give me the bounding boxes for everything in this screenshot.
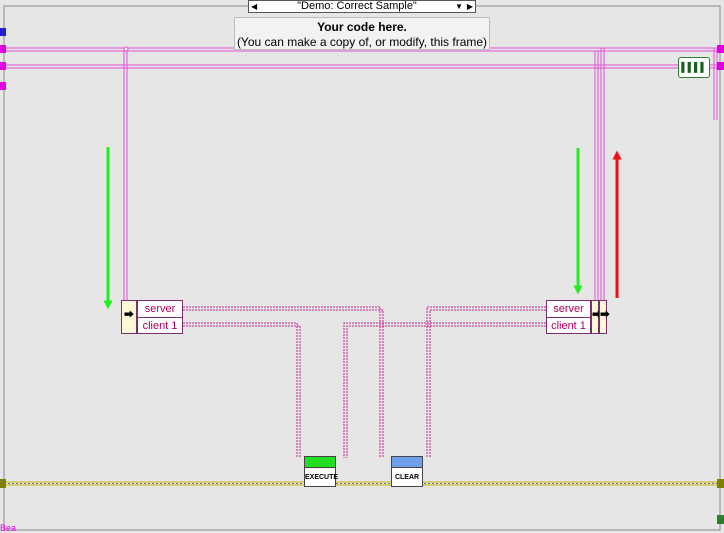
wire-right-edge[interactable]	[713, 48, 718, 120]
clear-button-label: CLEAR	[394, 474, 420, 481]
cluster-left-client: client 1	[138, 317, 182, 334]
case-next-icon[interactable]: ▶	[466, 2, 473, 11]
tunnel-right-top[interactable]	[717, 45, 724, 53]
tunnel-left-top[interactable]	[0, 45, 6, 53]
execute-button-label: EXECUTE	[305, 474, 339, 481]
tunnel-left-top-2[interactable]	[0, 62, 6, 70]
case-prev-icon[interactable]: ◀	[251, 2, 258, 11]
bundle-handle-right-2[interactable]: ⮕	[599, 300, 610, 334]
corner-label: Bea	[0, 523, 17, 533]
wire-right-vertical-1[interactable]	[594, 51, 599, 301]
tunnel-left-mid[interactable]	[0, 82, 6, 90]
comment-title: Your code here.	[317, 20, 407, 34]
unbundle-by-name-left[interactable]: server client 1	[137, 300, 183, 334]
tunnel-left-error[interactable]	[0, 479, 6, 488]
case-selector[interactable]: ◀ "Demo: Correct Sample" ▼ ▶	[248, 0, 476, 13]
vi-icon[interactable]: ▌▌▌▌	[678, 57, 710, 78]
cluster-left-server: server	[144, 303, 176, 315]
wire-left-vertical[interactable]	[123, 50, 128, 301]
execute-button-cap	[305, 457, 335, 468]
unbundle-handle-left[interactable]: ⮕	[121, 300, 137, 334]
case-structure-frame	[3, 5, 721, 531]
wire-client-path[interactable]	[183, 322, 546, 458]
case-dropdown-icon[interactable]: ▼	[455, 2, 463, 11]
cluster-right-server: server	[553, 303, 584, 315]
bundle-handle-right[interactable]: ⮕	[591, 300, 602, 334]
bundle-by-name-right[interactable]: server client 1	[546, 300, 591, 334]
wire-junction-dot	[123, 46, 129, 52]
execute-button[interactable]: EXECUTE	[304, 456, 339, 487]
wire-server-path[interactable]	[183, 306, 546, 458]
comment-subtitle: (You can make a copy of, or modify, this…	[236, 35, 488, 49]
clear-button[interactable]: CLEAR	[391, 456, 423, 487]
tunnel-right-bottom[interactable]	[717, 515, 724, 524]
wire-right-vertical-2[interactable]	[600, 48, 605, 301]
tunnel-left-blue[interactable]	[0, 28, 6, 36]
wire-error-cluster[interactable]	[0, 481, 724, 486]
case-selector-value: "Demo: Correct Sample"	[297, 0, 417, 12]
cluster-right-client: client 1	[547, 317, 590, 334]
wire-top-2[interactable]	[0, 64, 724, 69]
tunnel-right-error[interactable]	[717, 479, 724, 488]
clear-button-cap	[392, 457, 422, 468]
comment-label: Your code here. (You can make a copy of,…	[234, 17, 490, 50]
tunnel-right-top-2[interactable]	[717, 62, 724, 70]
